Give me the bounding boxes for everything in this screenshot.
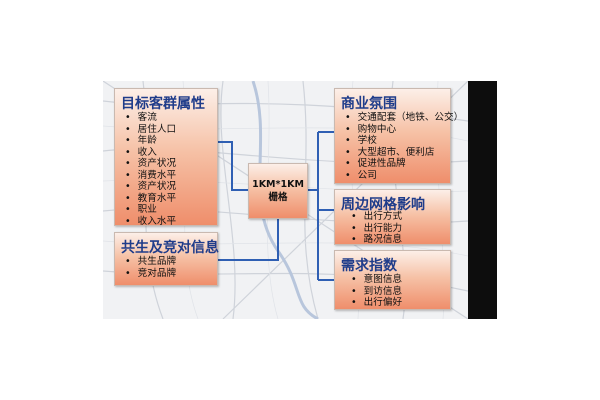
- dark-side-bar: [468, 81, 497, 319]
- commerce-box: 商业氛围 交通配套（地铁、公交） 购物中心 学校 大型超市、便利店 促进性品牌 …: [334, 88, 463, 184]
- list-item: 大型超市、便利店: [345, 147, 463, 159]
- target-customer-box: 目标客群属性 客流 居住人口 年龄 收入 资产状况 消费水平 资产状况 教育水平…: [114, 88, 218, 227]
- target-customer-list: 客流 居住人口 年龄 收入 资产状况 消费水平 资产状况 教育水平 职业 收入水…: [125, 112, 176, 227]
- list-item: 居住人口: [125, 124, 176, 136]
- list-item: 共生品牌: [125, 256, 176, 268]
- list-item: 公司: [345, 170, 463, 182]
- list-item: 购物中心: [345, 124, 463, 136]
- demand-index-title: 需求指数: [341, 258, 397, 274]
- list-item: 收入: [125, 147, 176, 159]
- list-item: 交通配套（地铁、公交）: [345, 112, 464, 124]
- list-item: 意图信息: [351, 274, 402, 286]
- commerce-list: 交通配套（地铁、公交） 购物中心 学校 大型超市、便利店 促进性品牌 公司: [345, 112, 464, 182]
- list-item: 出行方式: [351, 211, 402, 223]
- grid-cell-size: 1KM*1KM: [252, 179, 304, 190]
- list-item: 教育水平: [125, 193, 176, 205]
- list-item: 到访信息: [351, 286, 402, 298]
- grid-cell-box: 1KM*1KM 栅格: [248, 163, 308, 219]
- list-item: 路况信息: [351, 234, 402, 246]
- list-item: 资产状况: [125, 181, 176, 193]
- list-item: 学校: [345, 135, 463, 147]
- list-item: 职业: [125, 204, 176, 216]
- list-item: 年龄: [125, 135, 176, 147]
- list-item: 促进性品牌: [345, 158, 463, 170]
- surrounding-grid-box: 周边网格影响 出行方式 出行能力 路况信息: [334, 189, 451, 245]
- competitor-info-title: 共生及竞对信息: [121, 240, 219, 256]
- list-item: 出行偏好: [351, 297, 402, 309]
- list-item: 收入水平: [125, 216, 176, 228]
- commerce-title: 商业氛围: [341, 96, 397, 112]
- list-item: 竞对品牌: [125, 268, 176, 280]
- competitor-info-list: 共生品牌 竞对品牌: [125, 256, 176, 279]
- surrounding-grid-title: 周边网格影响: [341, 197, 425, 213]
- target-customer-title: 目标客群属性: [121, 96, 205, 112]
- surrounding-grid-list: 出行方式 出行能力 路况信息: [351, 211, 402, 246]
- list-item: 消费水平: [125, 170, 176, 182]
- grid-cell-label: 栅格: [268, 192, 288, 203]
- list-item: 客流: [125, 112, 176, 124]
- list-item: 出行能力: [351, 223, 402, 235]
- demand-index-box: 需求指数 意图信息 到访信息 出行偏好: [334, 250, 451, 310]
- competitor-info-box: 共生及竞对信息 共生品牌 竞对品牌: [114, 232, 219, 286]
- demand-index-list: 意图信息 到访信息 出行偏好: [351, 274, 402, 309]
- list-item: 资产状况: [125, 158, 176, 170]
